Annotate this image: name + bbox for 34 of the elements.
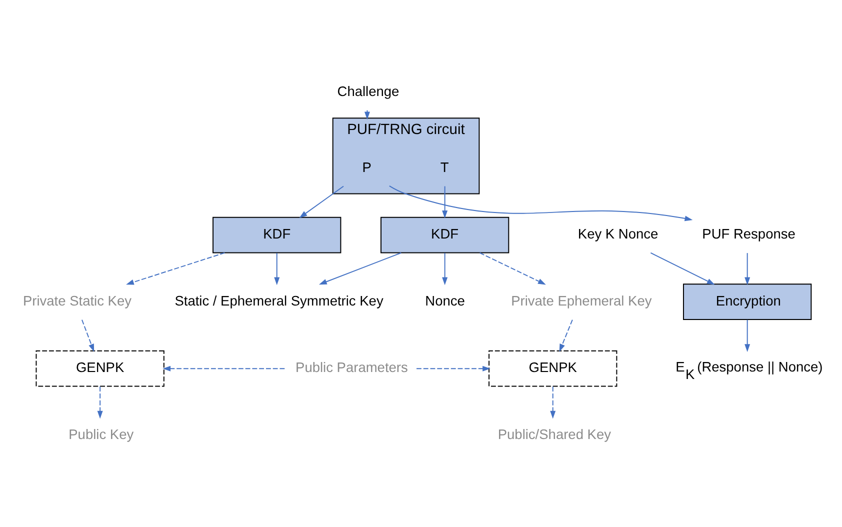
node-box: KDF xyxy=(380,216,510,253)
node-box: GENPK xyxy=(36,350,164,386)
node-box: Encryption xyxy=(683,283,812,320)
node-text: Private Static Key xyxy=(22,292,132,308)
arrow xyxy=(388,184,693,221)
arrow xyxy=(97,386,103,418)
node-text: Static / Ephemeral Symmetric Key xyxy=(174,292,384,308)
node-text: Challenge xyxy=(337,84,400,99)
node-text: Private Ephemeral Key xyxy=(511,292,652,308)
arrow xyxy=(744,252,750,285)
arrow xyxy=(416,365,490,371)
node-text: PUF Response xyxy=(702,226,796,242)
arrow xyxy=(559,318,573,352)
arrow xyxy=(162,365,286,371)
arrow xyxy=(442,185,448,218)
node-text: Nonce xyxy=(425,292,465,308)
node-text: T xyxy=(440,159,449,174)
arrow xyxy=(650,252,715,284)
arrow xyxy=(318,252,402,284)
arrow xyxy=(81,318,94,352)
node-text: Public/Shared Key xyxy=(498,426,611,442)
node-text: P xyxy=(362,159,372,174)
arrow xyxy=(744,318,750,352)
arrow xyxy=(442,252,448,285)
node-text: Key K Nonce xyxy=(578,226,658,242)
arrow xyxy=(479,252,546,284)
arrow xyxy=(550,386,556,418)
node-box: KDF xyxy=(212,216,342,253)
arrow xyxy=(274,252,280,285)
node-box: GENPK xyxy=(488,350,618,386)
node-text: Public Key xyxy=(68,426,134,442)
arrow xyxy=(126,252,226,284)
node-text: Public Parameters xyxy=(296,360,408,375)
arrow xyxy=(299,185,344,218)
